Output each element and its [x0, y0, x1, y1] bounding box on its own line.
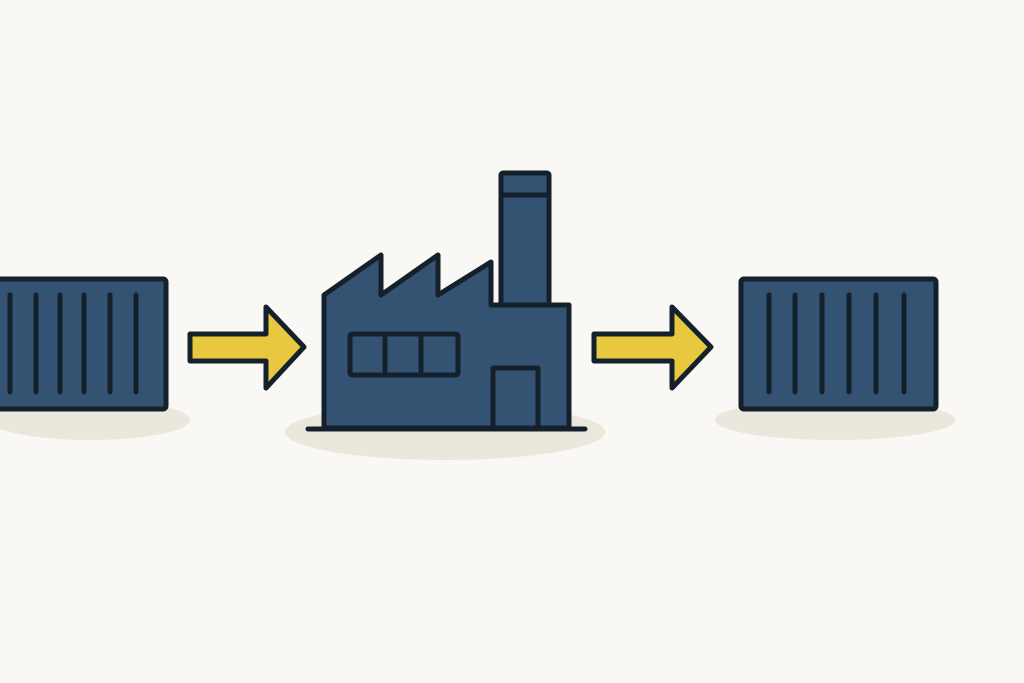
container-ribs — [7, 292, 139, 395]
factory-icon — [305, 170, 588, 432]
factory-window — [347, 331, 461, 378]
output-container-icon — [738, 276, 939, 412]
input-container-icon — [0, 276, 169, 412]
factory-door — [490, 365, 541, 431]
arrow-right-icon — [591, 304, 714, 391]
arrow-right-icon — [187, 304, 307, 391]
container-ribs — [766, 292, 907, 395]
